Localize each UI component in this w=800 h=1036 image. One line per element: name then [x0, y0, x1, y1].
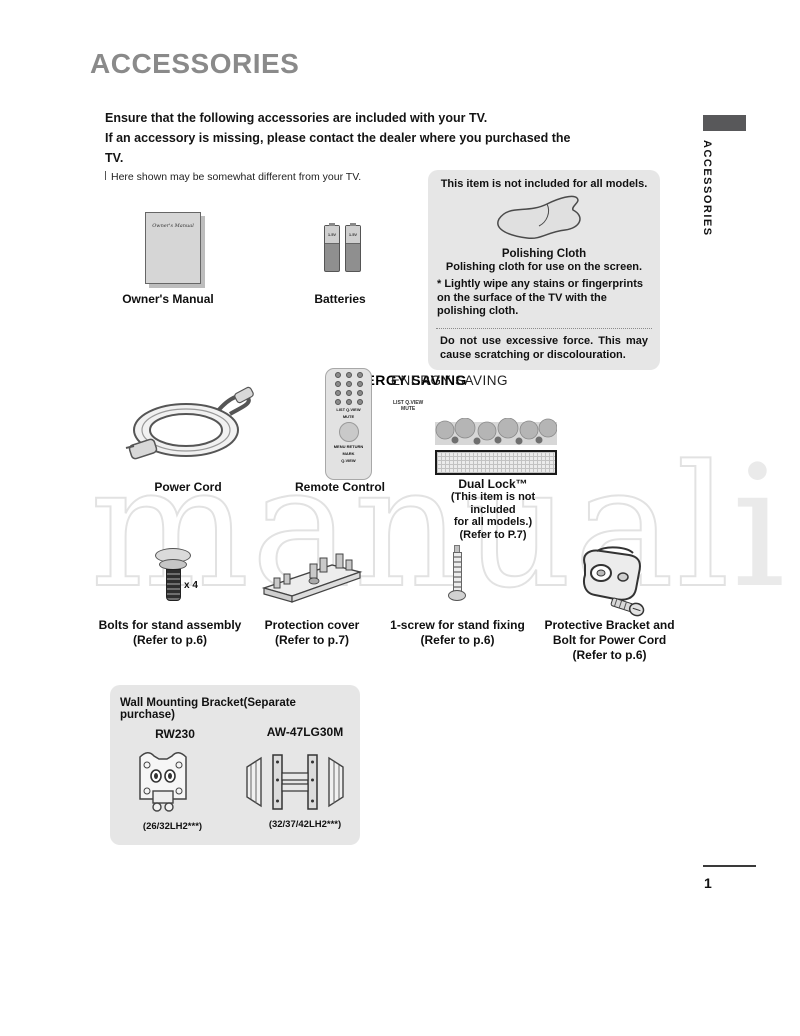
battery-icon: 1.5V — [324, 223, 340, 272]
stand-screw-icon — [448, 545, 466, 601]
wall-mount-left-model: RW230 — [155, 727, 195, 741]
floating-remote-labels: LIST Q.VIEW MUTE — [393, 400, 424, 412]
polish-tip: * Lightly wipe any stains or fingerprint… — [437, 278, 643, 317]
remote-qview-label: Q.VIEW — [341, 458, 356, 463]
dual-lock-note-2: for all models.) — [453, 516, 533, 528]
remote-mark-label: MARK — [342, 451, 355, 456]
dual-lock-icon — [435, 417, 558, 475]
wall-mount-heading: Wall Mounting Bracket(Separate purchase) — [120, 697, 296, 721]
dual-lock-name: Dual Lock™ — [458, 477, 528, 491]
wall-mount-right-model: AW-47LG30M — [266, 725, 344, 739]
intro-block: Ensure that the following accessories ar… — [105, 108, 585, 183]
batteries-label: Batteries — [314, 292, 366, 306]
watermark-last-letter: i — [731, 429, 788, 625]
dotted-divider — [436, 328, 652, 329]
energy-saving-text-bold: ENERGY SAVING — [345, 372, 467, 388]
remote-mute-label: MUTE — [342, 414, 355, 419]
dual-lock-note-3: (Refer to P.7) — [459, 528, 527, 541]
bolts-label: Bolts for stand assembly (Refer to p.6) — [98, 618, 242, 647]
wall-mount-left-note: (26/32LH2***) — [142, 821, 203, 832]
protective-bracket-icon — [583, 546, 645, 617]
power-cord-icon — [125, 386, 254, 460]
polishing-cloth-box: This item is not included for all models… — [428, 170, 660, 370]
polish-item-name: Polishing Cloth — [501, 248, 587, 260]
dual-lock-texture — [435, 417, 558, 445]
intro-line-1: Ensure that the following accessories ar… — [105, 111, 488, 125]
intro-line-2: If an accessory is missing, please conta… — [105, 131, 571, 165]
polishing-cloth-icon — [497, 195, 581, 240]
aw47lg30m-bracket-icon — [246, 754, 344, 810]
bolt-count: x 4 — [184, 580, 198, 591]
chapter-tab — [703, 115, 746, 131]
owners-manual-icon: Owner's Manual — [145, 212, 201, 284]
battery-icon: 1.5V — [345, 223, 361, 272]
polish-warning: Do not use excessive force. This may cau… — [440, 335, 648, 361]
dual-lock-note-1: (This item is not included — [450, 491, 536, 516]
remote-control-icon: LIST Q.VIEW MUTE MENU RETURN MARK Q.VIEW — [325, 368, 372, 480]
protective-bracket-label: Protective Bracket and Bolt for Power Co… — [544, 618, 675, 662]
chapter-vertical-label: ACCESSORIES — [701, 140, 713, 237]
screw-label: 1-screw for stand fixing (Refer to p.6) — [390, 618, 525, 647]
protection-cover-label: Protection cover (Refer to p.7) — [264, 618, 360, 647]
wall-mount-right-note: (32/37/42LH2***) — [268, 819, 342, 830]
remote-list-qview-label: LIST Q.VIEW — [336, 407, 361, 412]
wall-mount-box: Wall Mounting Bracket(Separate purchase)… — [110, 685, 360, 845]
remote-control-label: Remote Control — [295, 480, 385, 494]
intro-note: Here shown may be somewhat different fro… — [105, 171, 585, 183]
polish-item-desc: Polishing cloth for use on the screen. — [445, 261, 643, 273]
energy-saving-text-light: ENERGY SAVING — [391, 373, 509, 388]
stand-bolt-icon — [155, 548, 191, 601]
power-cord-label: Power Cord — [154, 480, 222, 494]
watermark: manuali — [89, 442, 788, 612]
remote-nav-pad — [338, 422, 359, 442]
note-bullet — [105, 171, 106, 180]
dual-lock-base — [435, 450, 557, 475]
owners-manual-label: Owner's Manual — [122, 292, 214, 306]
polish-box-heading: This item is not included for all models… — [440, 178, 648, 190]
page-number: 1 — [704, 875, 712, 891]
remote-menu-return-label: MENU RETURN — [333, 444, 364, 449]
dual-lock-label-block: Dual Lock™ (This item is not included fo… — [428, 478, 558, 541]
footer-rule — [703, 865, 756, 867]
page-title: ACCESSORIES — [90, 48, 300, 79]
batteries-icon: 1.5V 1.5V — [324, 223, 361, 272]
book-cover-text: Owner's Manual — [152, 223, 194, 229]
rw230-bracket-icon — [139, 752, 187, 812]
protection-cover-icon — [261, 553, 363, 603]
